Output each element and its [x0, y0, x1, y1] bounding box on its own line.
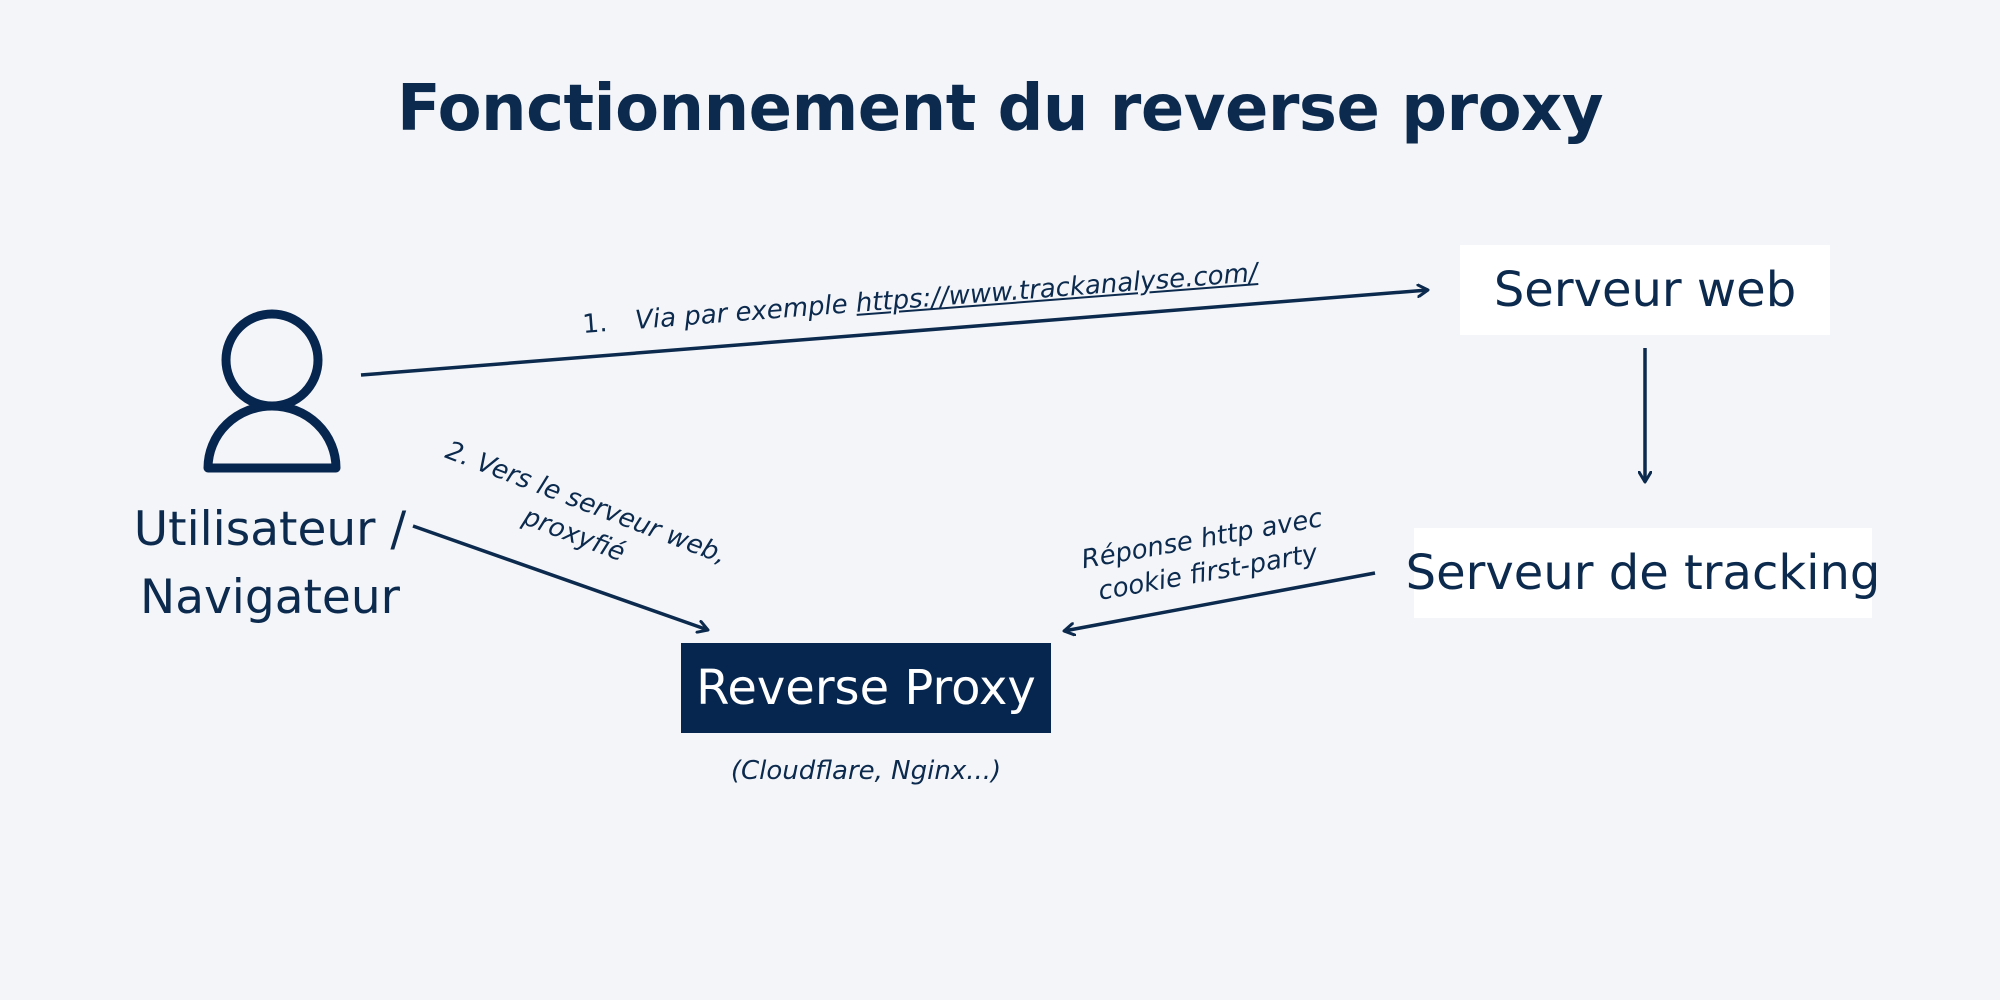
arrow-user-to-proxy	[412, 524, 708, 630]
user-label-line2: Navigateur	[140, 570, 400, 625]
user-icon	[203, 309, 341, 473]
page-title: Fonctionnement du reverse proxy	[396, 72, 1604, 146]
arrow-tracking-to-proxy	[1064, 571, 1376, 631]
web-server-label: Serveur web	[1493, 262, 1797, 318]
tracking-server-label: Serveur de tracking	[1405, 545, 1881, 601]
user-label: Utilisateur / Navigateur	[120, 496, 420, 632]
arrow-user-to-web-server	[360, 290, 1428, 377]
step1-number: 1.	[581, 308, 609, 340]
tracking-server-box: Serveur de tracking	[1406, 528, 1880, 618]
reverse-proxy-note: (Cloudflare, Nginx...)	[730, 756, 1002, 786]
user-label-line1: Utilisateur /	[133, 502, 407, 557]
reverse-proxy-label: Reverse Proxy	[696, 660, 1036, 716]
web-server-box: Serveur web	[1460, 245, 1830, 335]
reverse-proxy-box: Reverse Proxy	[681, 643, 1051, 733]
